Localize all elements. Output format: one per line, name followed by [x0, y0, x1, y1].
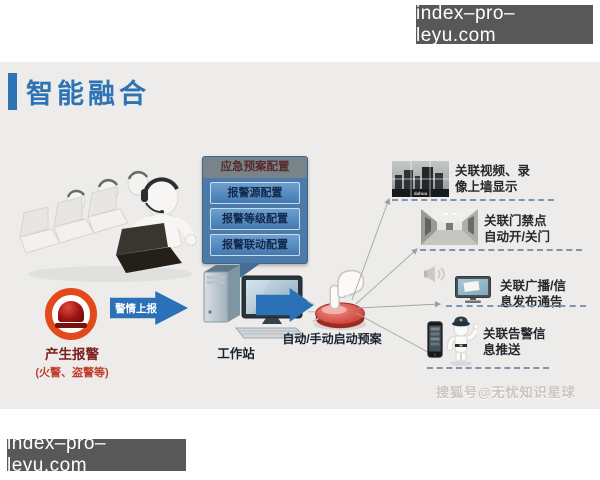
- watermark-top-bar: index–pro–leyu.com: [416, 2, 593, 46]
- dashed-separator: [420, 249, 582, 251]
- call-center-operators-icon: [19, 170, 197, 282]
- report-arrow: 警情上报: [110, 291, 188, 325]
- watermark-top-text: index–pro–leyu.com: [416, 2, 516, 46]
- title-row: 智能融合: [8, 72, 150, 111]
- output-label-video-line1: 关联视频、录: [455, 164, 531, 178]
- alarm-label: 产生报警 (火警、盗警等): [14, 343, 130, 380]
- smartphone-image: [427, 321, 443, 358]
- output-label-door: 关联门禁点 自动开/关门: [484, 213, 550, 246]
- alarm-dome-base: [55, 323, 87, 328]
- credit-watermark: 搜狐号@无忧知识星球: [436, 385, 576, 400]
- output-label-push: 关联告警信 息推送: [483, 326, 546, 359]
- output-label-video: 关联视频、录 像上墙显示: [455, 163, 530, 196]
- trigger-label: 自动/手动启动预案: [282, 332, 382, 346]
- output-label-broadcast-line2: 息发布通告: [500, 295, 563, 310]
- alarm-beacon-icon: [45, 288, 97, 340]
- watermark-bottom-text: index–pro–leyu.com: [7, 433, 107, 476]
- output-label-broadcast-line1: 关联广播/信: [500, 279, 566, 293]
- report-arrow-label: 警情上报: [115, 302, 157, 315]
- alarm-label-subtitle: (火警、盗警等): [35, 367, 109, 379]
- emergency-config-panel: 应急预案配置 报警源配置 报警等级配置 报警联动配置: [202, 156, 308, 280]
- dashed-separator: [446, 305, 586, 307]
- config-item-alarm-level: 报警等级配置: [210, 208, 300, 230]
- output-label-door-line1: 关联门禁点: [484, 214, 547, 228]
- dahua-logo-text: dahua: [414, 191, 428, 196]
- police-officer-icon: [446, 316, 477, 366]
- output-label-video-line2: 像上墙显示: [455, 180, 518, 195]
- loudspeaker-icon: [424, 266, 445, 282]
- watermark-bottom-bar: index–pro–leyu.com: [7, 433, 186, 476]
- output-label-push-line2: 息推送: [483, 343, 521, 358]
- config-panel-title: 应急预案配置: [203, 157, 307, 178]
- workstation-label: 工作站: [217, 347, 255, 361]
- config-item-alarm-linkage: 报警联动配置: [210, 234, 300, 256]
- dashed-separator: [427, 367, 549, 369]
- alarm-dome: [58, 301, 84, 322]
- output-label-push-line1: 关联告警信: [483, 327, 546, 341]
- broadcast-screen-image: [455, 276, 491, 303]
- video-wall-image: dahua: [392, 161, 449, 197]
- output-label-door-line2: 自动开/关门: [484, 230, 550, 245]
- slide-canvas: 智能融合: [0, 62, 600, 409]
- dashed-separator: [392, 199, 554, 201]
- page-title: 智能融合: [26, 79, 150, 109]
- alarm-label-title: 产生报警: [45, 347, 99, 362]
- access-corridor-image: [421, 209, 478, 245]
- config-item-alarm-source: 报警源配置: [210, 182, 300, 204]
- title-accent-bar: [8, 73, 17, 110]
- push-button-hand-icon: [307, 269, 367, 331]
